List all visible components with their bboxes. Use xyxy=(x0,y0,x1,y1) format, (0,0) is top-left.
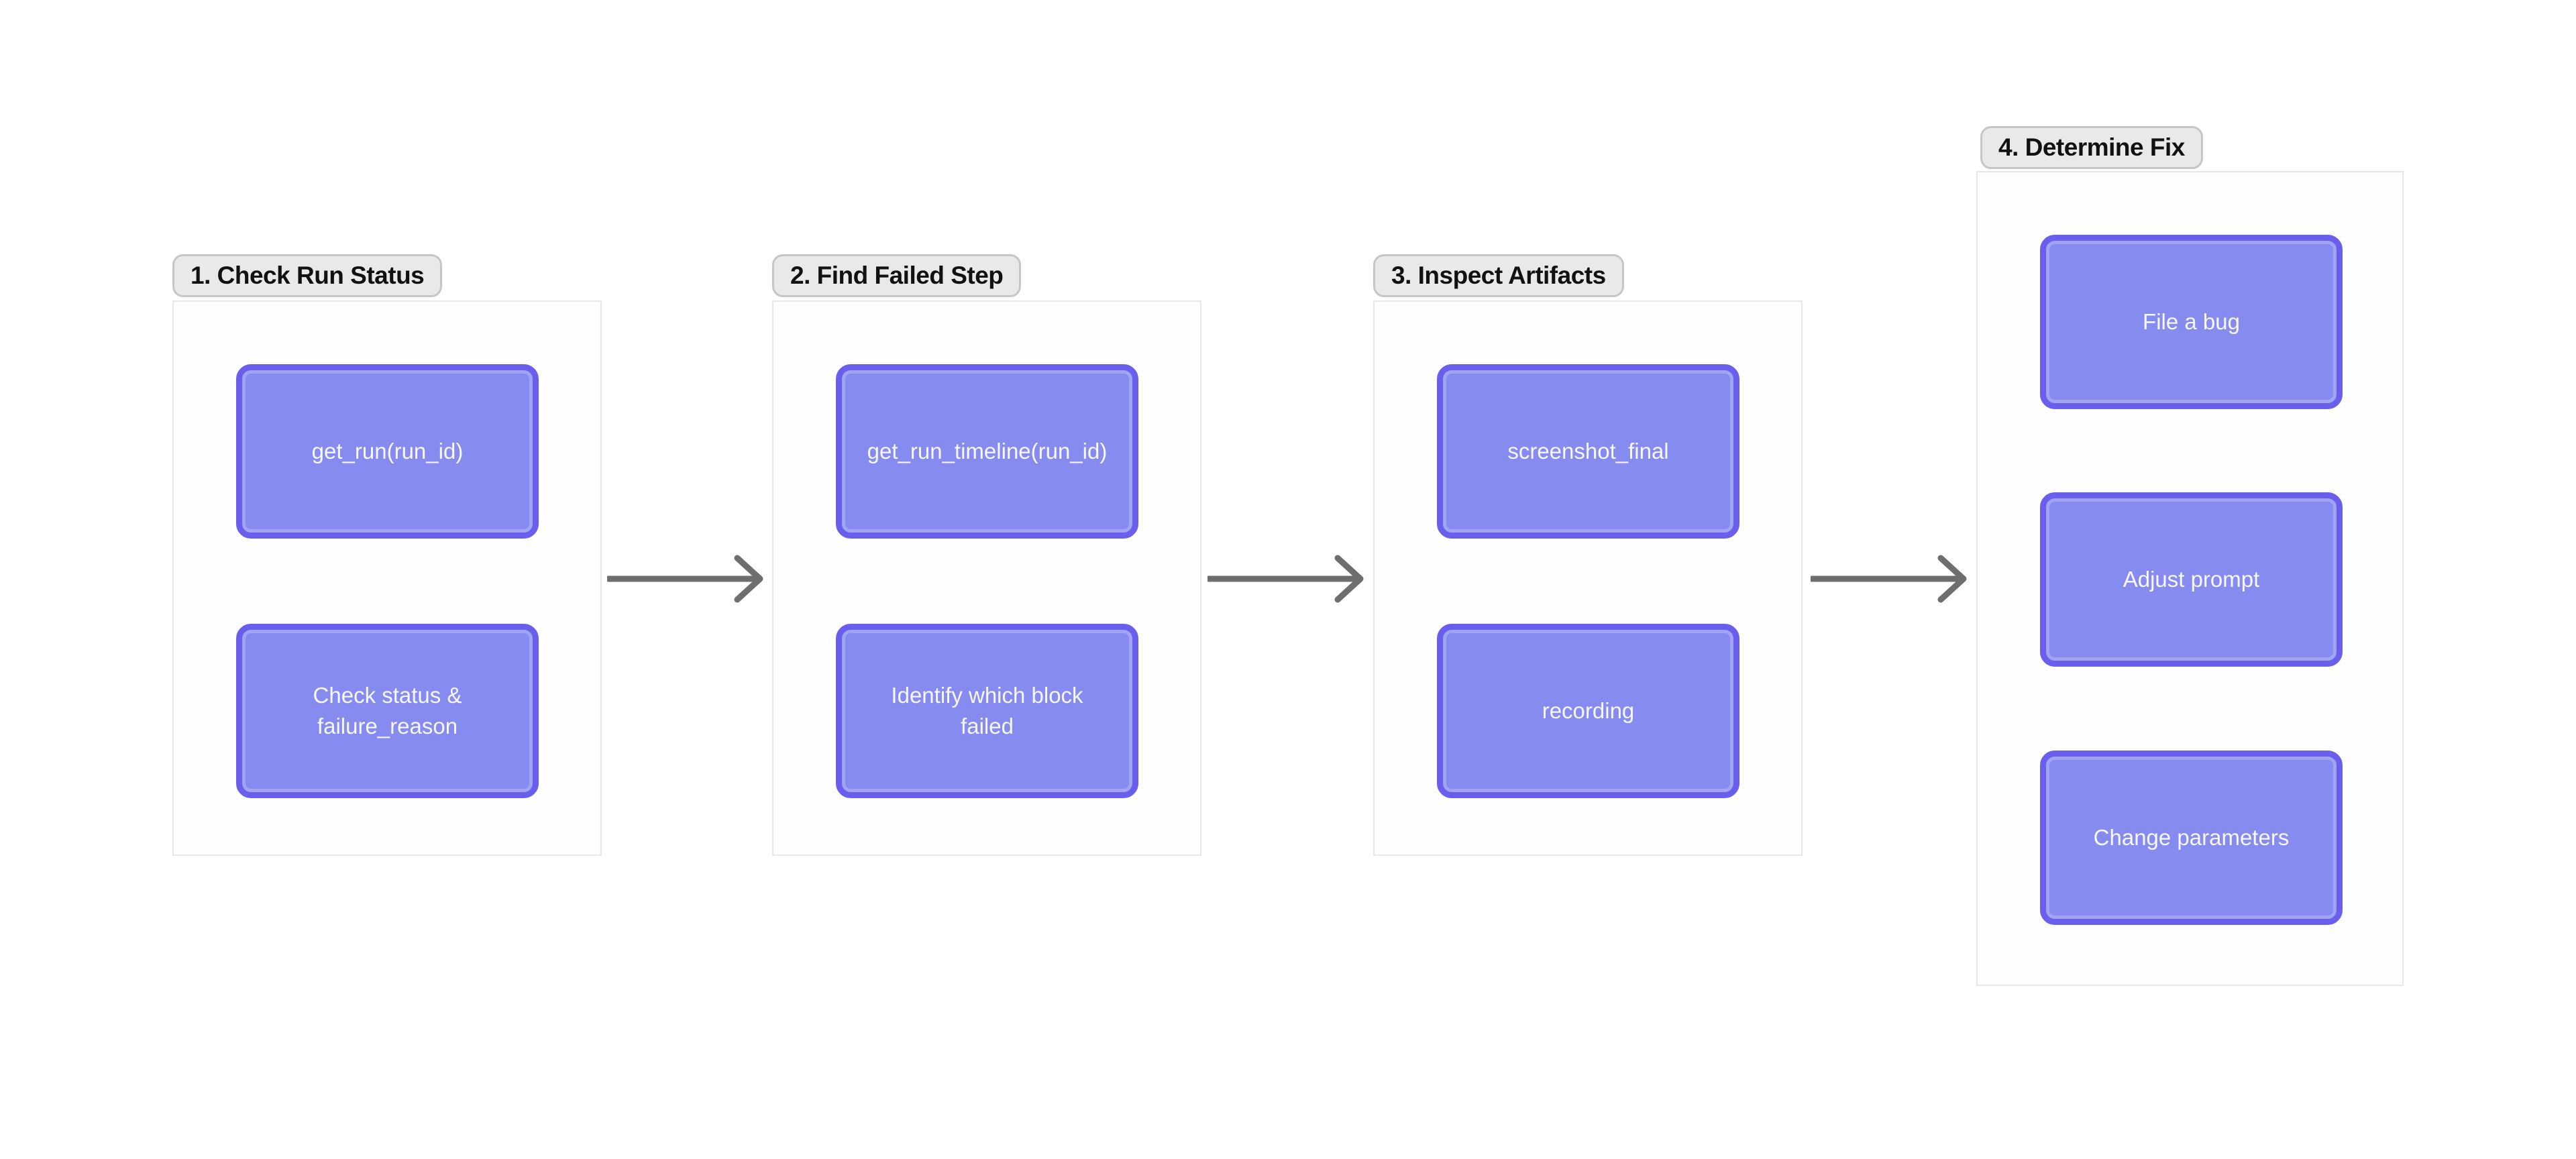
arrow-right-icon xyxy=(607,555,763,603)
node-get-run: get_run(run_id) xyxy=(236,364,539,539)
node-file-a-bug: File a bug xyxy=(2040,235,2343,409)
node-recording: recording xyxy=(1437,624,1739,798)
group-label-find-failed-step: 2. Find Failed Step xyxy=(772,254,1022,297)
group-frame-inspect-artifacts: screenshot_final recording xyxy=(1373,300,1803,856)
flow-arrow-1-to-2 xyxy=(607,552,771,606)
group-frame-find-failed-step: get_run_timeline(run_id) Identify which … xyxy=(772,300,1201,856)
node-screenshot-final: screenshot_final xyxy=(1437,364,1739,539)
node-adjust-prompt: Adjust prompt xyxy=(2040,492,2343,667)
group-frame-determine-fix: File a bug Adjust prompt Change paramete… xyxy=(1976,171,2404,986)
group-label-inspect-artifacts: 3. Inspect Artifacts xyxy=(1373,254,1624,297)
group-frame-check-run-status: get_run(run_id) Check status & failure_r… xyxy=(172,300,602,856)
node-check-status-failure-reason: Check status & failure_reason xyxy=(236,624,539,798)
flow-arrow-3-to-4 xyxy=(1811,552,1974,606)
group-label-check-run-status: 1. Check Run Status xyxy=(172,254,443,297)
arrow-right-icon xyxy=(1811,555,1967,603)
node-identify-which-block-failed: Identify which block failed xyxy=(836,624,1138,798)
node-change-parameters: Change parameters xyxy=(2040,751,2343,925)
node-get-run-timeline: get_run_timeline(run_id) xyxy=(836,364,1138,539)
group-label-determine-fix: 4. Determine Fix xyxy=(1980,126,2203,169)
flow-arrow-2-to-3 xyxy=(1208,552,1371,606)
arrow-right-icon xyxy=(1208,555,1364,603)
